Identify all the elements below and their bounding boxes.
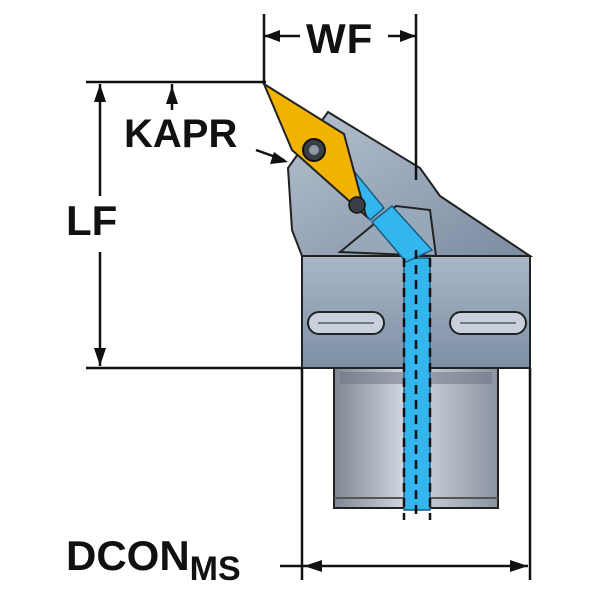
lf-label: LF [66, 197, 118, 244]
dcon-main-text: DCON [66, 532, 190, 579]
lf-dimension [86, 80, 302, 370]
left-slot [307, 311, 385, 335]
kapr-label: KAPR [124, 112, 238, 156]
center-lines [402, 250, 432, 520]
kapr-dimension [166, 84, 288, 164]
dcon-label: DCONMS [66, 532, 241, 587]
dcon-subscript: MS [189, 550, 241, 588]
dcon-dimension [280, 368, 532, 580]
wf-dimension [262, 14, 418, 180]
cutting-insert [261, 81, 368, 219]
wf-label: WF [306, 15, 374, 62]
right-slot [449, 311, 527, 335]
